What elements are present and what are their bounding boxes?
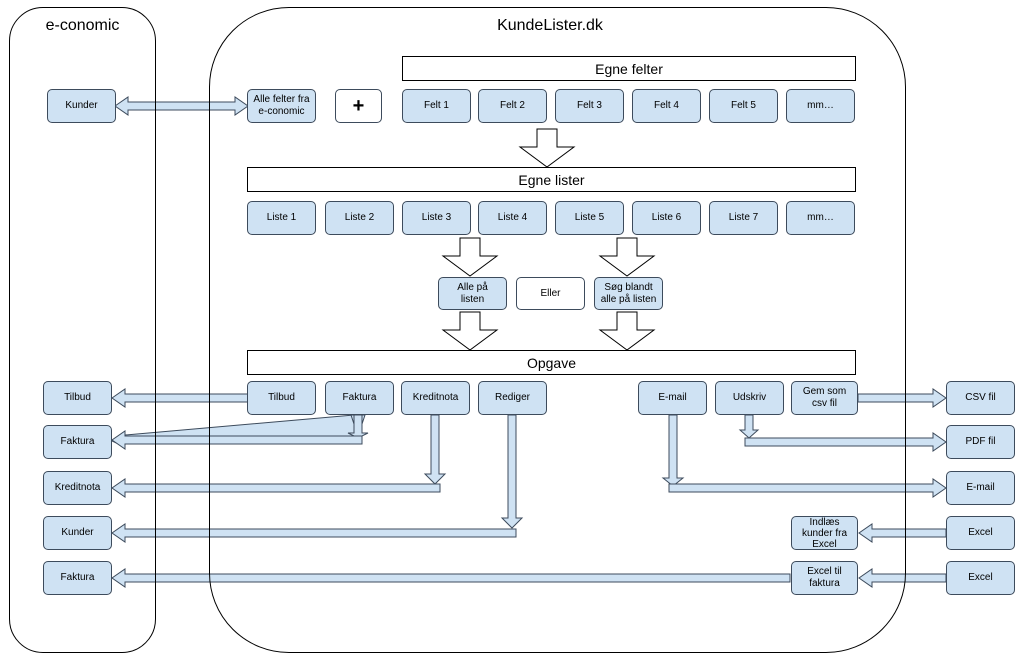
felt-5[interactable]: Felt 5 [709, 89, 778, 123]
task-tilbud[interactable]: Tilbud [247, 381, 316, 415]
egne-lister-bar: Egne lister [247, 167, 856, 192]
economic-kunder-out[interactable]: Kunder [43, 516, 112, 550]
arrow-felter-to-lister [518, 128, 576, 168]
arrow-alle-to-opgave [441, 311, 499, 351]
task-faktura[interactable]: Faktura [325, 381, 394, 415]
felt-2[interactable]: Felt 2 [478, 89, 547, 123]
egne-felter-bar: Egne felter [402, 56, 856, 81]
alle-felter-box[interactable]: Alle felter fra e-conomic [247, 89, 316, 123]
liste-5[interactable]: Liste 5 [555, 201, 624, 235]
felt-3[interactable]: Felt 3 [555, 89, 624, 123]
felt-4[interactable]: Felt 4 [632, 89, 701, 123]
economic-tilbud[interactable]: Tilbud [43, 381, 112, 415]
excel-1[interactable]: Excel [946, 516, 1015, 550]
liste-4[interactable]: Liste 4 [478, 201, 547, 235]
eller-box: Eller [516, 277, 585, 310]
pdf-fil[interactable]: PDF fil [946, 425, 1015, 459]
excel-til-faktura-box[interactable]: Excel til faktura [791, 561, 858, 595]
arrow-liste3 [441, 237, 499, 277]
external-email[interactable]: E-mail [946, 471, 1015, 505]
task-udskriv[interactable]: Udskriv [715, 381, 784, 415]
kundelister-frame [209, 7, 906, 653]
liste-3[interactable]: Liste 3 [402, 201, 471, 235]
economic-title: e-conomic [45, 17, 120, 34]
economic-kreditnota[interactable]: Kreditnota [43, 471, 112, 505]
liste-1[interactable]: Liste 1 [247, 201, 316, 235]
liste-6[interactable]: Liste 6 [632, 201, 701, 235]
economic-faktura-2[interactable]: Faktura [43, 561, 112, 595]
economic-frame [9, 7, 156, 653]
liste-more[interactable]: mm… [786, 201, 855, 235]
opgave-bar: Opgave [247, 350, 856, 375]
alle-paa-listen-box[interactable]: Alle på listen [438, 277, 507, 310]
excel-2[interactable]: Excel [946, 561, 1015, 595]
task-kreditnota[interactable]: Kreditnota [401, 381, 470, 415]
arrow-soeg-to-opgave [598, 311, 656, 351]
task-rediger[interactable]: Rediger [478, 381, 547, 415]
soeg-blandt-box[interactable]: Søg blandt alle på listen [594, 277, 663, 310]
liste-2[interactable]: Liste 2 [325, 201, 394, 235]
task-email[interactable]: E-mail [638, 381, 707, 415]
task-gem-csv[interactable]: Gem som csv fil [791, 381, 858, 415]
kundelister-title: KundeLister.dk [497, 17, 603, 34]
felt-1[interactable]: Felt 1 [402, 89, 471, 123]
felt-more[interactable]: mm… [786, 89, 855, 123]
economic-faktura[interactable]: Faktura [43, 425, 112, 459]
csv-fil[interactable]: CSV fil [946, 381, 1015, 415]
economic-kunder[interactable]: Kunder [47, 89, 116, 123]
indlaes-kunder-box[interactable]: Indlæs kunder fra Excel [791, 516, 858, 550]
arrow-liste5 [598, 237, 656, 277]
liste-7[interactable]: Liste 7 [709, 201, 778, 235]
plus-box[interactable]: + [335, 89, 382, 123]
